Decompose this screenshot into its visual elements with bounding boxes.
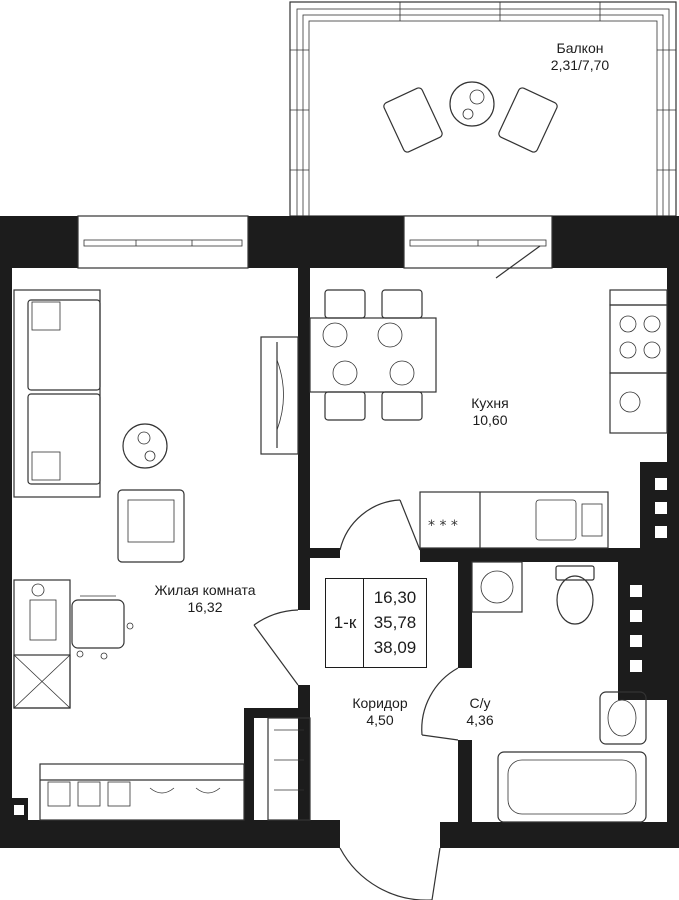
stove [609, 304, 668, 374]
kitchen-area: 10,60 [472, 412, 508, 428]
tv-stand [260, 336, 299, 455]
living-area-value: 16,30 [373, 588, 417, 607]
bathroom-label: С/у 4,36 [460, 695, 500, 729]
fridge-and-counter [609, 289, 668, 434]
balcony-name: Балкон [556, 40, 604, 56]
living-room-door [253, 609, 299, 686]
toilet [555, 565, 595, 625]
apartment-areas: 16,30 35,78 38,09 [364, 585, 426, 660]
balcony-label: Балкон 2,31/7,70 [540, 40, 620, 74]
bathroom-name: С/у [469, 695, 491, 711]
balcony-structure [289, 1, 677, 217]
armchair [117, 489, 185, 563]
kitchen-counter: * * * [419, 491, 609, 549]
sofa [13, 289, 101, 498]
wall-holes [14, 478, 667, 815]
wardrobe [39, 763, 245, 821]
kitchen-door [339, 499, 421, 551]
kitchen-name: Кухня [471, 395, 509, 411]
sink [599, 691, 647, 745]
walls [0, 216, 679, 848]
shoe-rack [267, 717, 311, 821]
total-with-balcony-value: 38,09 [373, 638, 417, 657]
info-divider [363, 579, 364, 667]
entrance-door [339, 847, 441, 900]
dining-table [309, 289, 437, 421]
balcony-door-swing [495, 245, 541, 279]
apartment-type: 1-к [333, 613, 357, 632]
corridor-name: Коридор [352, 695, 408, 711]
total-area-value: 35,78 [373, 613, 417, 632]
balcony-chair-left [383, 87, 443, 153]
apartment-info-box: 1-к 16,30 35,78 38,09 [325, 578, 427, 668]
svg-text:* * *: * * * [428, 518, 458, 534]
living-room-label: Жилая комната 16,32 [135, 582, 275, 616]
coffee-table [122, 423, 168, 469]
living-room-window [77, 215, 249, 269]
balcony-area: 2,31/7,70 [550, 57, 610, 73]
living-room-area: 16,32 [187, 599, 223, 615]
desk-chair [71, 595, 134, 660]
corridor-label: Коридор 4,50 [340, 695, 420, 729]
kitchen-window [403, 215, 553, 269]
bathroom-area: 4,36 [466, 712, 494, 728]
bathroom-door [421, 667, 459, 741]
living-room-name: Жилая комната [154, 582, 256, 598]
kitchen-label: Кухня 10,60 [450, 395, 530, 429]
bathtub [497, 751, 647, 823]
balcony-table [449, 81, 495, 127]
desk [13, 579, 71, 709]
washing-machine [471, 561, 523, 613]
balcony-chair-right [498, 87, 558, 153]
corridor-area: 4,50 [366, 712, 394, 728]
